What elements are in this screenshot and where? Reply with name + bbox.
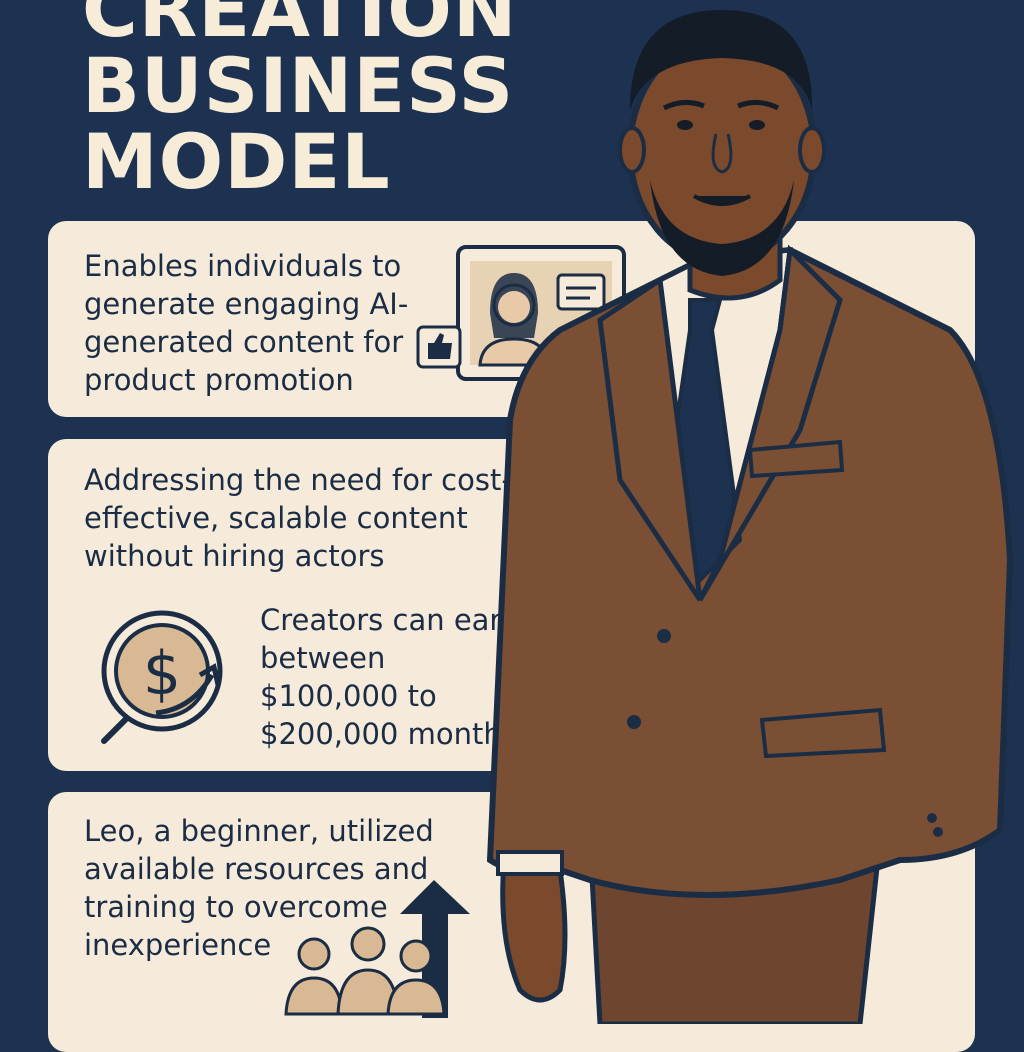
card-text: Leo, a beginner, utilized available reso… [84,814,434,962]
page-title: CREATION BUSINESS MODEL [82,0,517,200]
title-line-2: BUSINESS [82,41,515,130]
dollar-growth-icon: $ [101,610,223,744]
title-line-1: CREATION [82,0,518,54]
card-text: Addressing the need for cost-effective, … [84,463,512,573]
team-growth-icon [284,880,470,1018]
title-line-3: MODEL [82,117,391,206]
svg-text:$: $ [143,639,181,709]
card-text: Enables individuals to generate engaging… [84,249,409,397]
businessman-illustration [486,10,1014,1024]
card-text: Creators can earn between $100,000 to $2… [260,603,527,751]
